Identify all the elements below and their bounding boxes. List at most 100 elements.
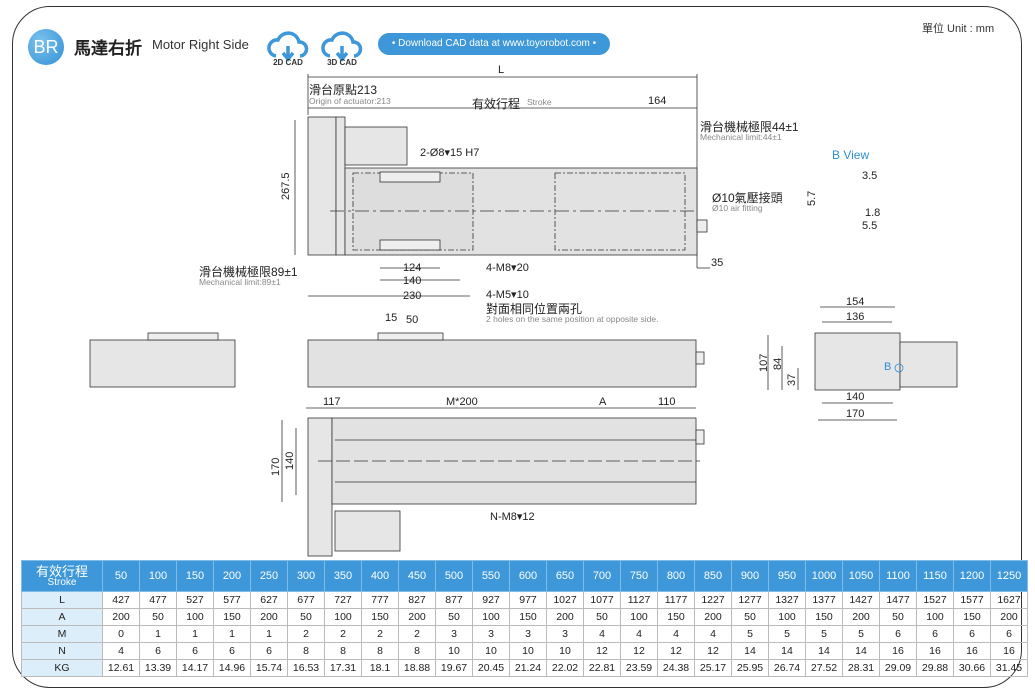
table-cell: 6 — [176, 642, 214, 660]
row-label: N — [21, 642, 103, 660]
dim-170-bottom: 170 — [270, 457, 282, 476]
stroke-header: 400 — [361, 560, 399, 592]
dim-107: 107 — [758, 353, 770, 372]
table-cell: 727 — [324, 591, 362, 609]
table-cell: 21.24 — [509, 659, 547, 677]
table-cell: 3 — [472, 625, 510, 643]
page-frame — [12, 6, 1022, 688]
stroke-header: 1150 — [916, 560, 954, 592]
table-cell: 22.02 — [546, 659, 584, 677]
table-cell: 50 — [139, 608, 177, 626]
table-cell: 3 — [435, 625, 473, 643]
dim-A: A — [599, 396, 607, 408]
mech-limit-right-en: Mechanical limit:44±1 — [700, 132, 782, 142]
table-cell: 13.39 — [139, 659, 177, 677]
table-cell: 14 — [842, 642, 880, 660]
cad-3d-label[interactable]: 3D CAD — [327, 58, 357, 67]
table-cell: 2 — [287, 625, 325, 643]
table-cell: 19.67 — [435, 659, 473, 677]
cad-2d-label[interactable]: 2D CAD — [273, 58, 303, 67]
table-cell: 1227 — [694, 591, 732, 609]
motor-plate-bottom — [307, 417, 333, 557]
table-cell: 1 — [139, 625, 177, 643]
table-cell: 25.95 — [731, 659, 769, 677]
table-cell: 100 — [620, 608, 658, 626]
table-cell: 3 — [546, 625, 584, 643]
dim-35: 35 — [711, 257, 724, 269]
table-cell: 1177 — [657, 591, 695, 609]
table-cell: 1577 — [953, 591, 991, 609]
table-cell: 1527 — [916, 591, 954, 609]
table-cell: 977 — [509, 591, 547, 609]
table-cell: 1627 — [990, 591, 1028, 609]
dim-140-bottom: 140 — [284, 451, 296, 470]
stroke-header: 950 — [768, 560, 806, 592]
cad-3d-cloud-icon[interactable] — [320, 26, 364, 66]
table-cell: 2 — [398, 625, 436, 643]
dim-164: 164 — [648, 95, 667, 107]
table-cell: 877 — [435, 591, 473, 609]
mech-limit-left-zh: 滑台機械極限89±1 — [199, 265, 298, 279]
stroke-header: 450 — [398, 560, 436, 592]
air-fitting-zh: Ø10氣壓接頭 — [712, 191, 783, 205]
motor-top — [344, 126, 408, 166]
motor-bottom — [334, 510, 401, 552]
m5-note: 4-M5▾10 — [486, 289, 529, 301]
b-marker: B — [884, 361, 892, 373]
download-cad-link[interactable]: • Download CAD data at www.toyorobot.com… — [378, 33, 610, 55]
stroke-header: 1050 — [842, 560, 880, 592]
n-m8-note: N-M8▾12 — [490, 511, 535, 523]
table-cell: 6 — [953, 625, 991, 643]
table-cell: 527 — [176, 591, 214, 609]
table-cell: 8 — [287, 642, 325, 660]
dim-124: 124 — [403, 262, 422, 274]
table-cell: 1 — [176, 625, 214, 643]
table-cell: 1 — [250, 625, 288, 643]
table-cell: 24.38 — [657, 659, 695, 677]
table-cell: 150 — [361, 608, 399, 626]
table-cell: 150 — [213, 608, 251, 626]
end-side-view — [89, 339, 236, 388]
table-cell: 827 — [398, 591, 436, 609]
table-cell: 150 — [657, 608, 695, 626]
table-cell: 627 — [250, 591, 288, 609]
hole-note: 2-Ø8▾15 H7 — [420, 147, 480, 159]
stroke-header: 300 — [287, 560, 325, 592]
table-cell: 5 — [768, 625, 806, 643]
stroke-header: 150 — [176, 560, 214, 592]
table-cell: 18.88 — [398, 659, 436, 677]
stroke-header-en: Stroke — [47, 576, 77, 588]
table-cell: 16 — [916, 642, 954, 660]
stroke-header: 100 — [139, 560, 177, 592]
table-cell: 4 — [620, 625, 658, 643]
table-cell: 6 — [916, 625, 954, 643]
table-cell: 1277 — [731, 591, 769, 609]
m5-note-en: 2 holes on the same position at opposite… — [486, 314, 659, 324]
table-cell: 50 — [731, 608, 769, 626]
technical-drawing — [89, 74, 958, 557]
stroke-header: 350 — [324, 560, 362, 592]
dim-1-8: 1.8 — [865, 207, 881, 219]
table-cell: 1377 — [805, 591, 843, 609]
table-cell: 20.45 — [472, 659, 510, 677]
stroke-header-zh: 有效行程 — [35, 563, 88, 579]
table-cell: 577 — [213, 591, 251, 609]
table-cell: 12 — [694, 642, 732, 660]
actuator-side-view — [307, 339, 697, 388]
table-cell: 10 — [472, 642, 510, 660]
stroke-header: 1000 — [805, 560, 843, 592]
cad-2d-cloud-icon[interactable] — [266, 26, 310, 66]
stroke-label-zh: 有效行程 — [472, 97, 521, 111]
dim-140-end: 140 — [846, 391, 865, 403]
table-cell: 100 — [472, 608, 510, 626]
table-cell: 50 — [583, 608, 621, 626]
table-cell: 4 — [694, 625, 732, 643]
table-cell: 100 — [768, 608, 806, 626]
table-cell: 50 — [287, 608, 325, 626]
table-cell: 1027 — [546, 591, 584, 609]
table-cell: 150 — [805, 608, 843, 626]
table-cell: 26.74 — [768, 659, 806, 677]
